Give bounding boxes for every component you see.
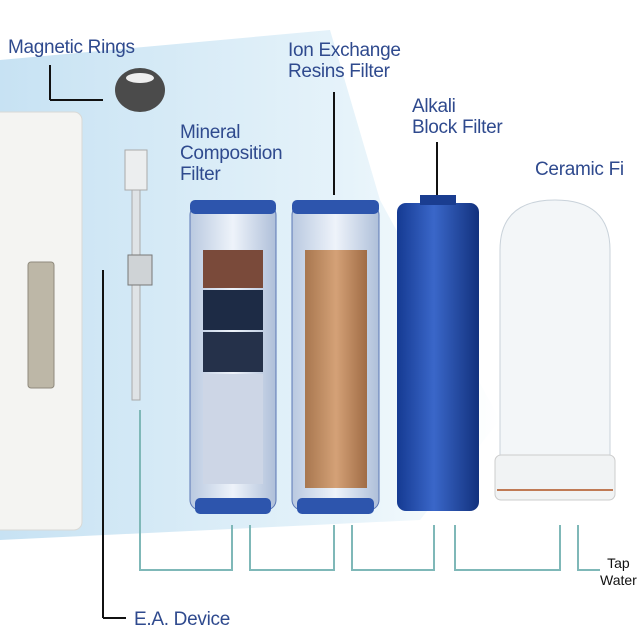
- label-ion-exchange: Ion Exchange Resins Filter: [288, 40, 401, 82]
- label-ceramic: Ceramic Fi: [535, 159, 624, 180]
- water-pipes: [139, 410, 600, 571]
- label-line: Alkali: [412, 96, 456, 117]
- ceramic-filter: [494, 199, 616, 501]
- label-line: Tap: [607, 555, 630, 571]
- ion-exchange-resins-filter: [291, 200, 380, 514]
- mineral-composition-filter: [189, 200, 277, 514]
- label-line: Filter: [180, 164, 221, 185]
- alkali-block-filter: [397, 195, 479, 511]
- label-line: Ion Exchange: [288, 40, 401, 61]
- label-alkali-block: Alkali Block Filter: [412, 96, 503, 138]
- label-ea-device: E.A. Device: [134, 609, 230, 630]
- label-line: Block Filter: [412, 117, 503, 138]
- label-tap-water: Tap Water: [600, 555, 637, 589]
- label-line: Composition: [180, 143, 283, 164]
- label-line: Water: [600, 572, 637, 588]
- label-mineral-composition: Mineral Composition Filter: [180, 122, 283, 185]
- magnetic-ring-image: [49, 65, 165, 112]
- label-magnetic-rings: Magnetic Rings: [8, 37, 135, 58]
- label-line: Resins Filter: [288, 61, 390, 82]
- label-line: Mineral: [180, 122, 241, 143]
- ionizer-machine: [0, 111, 83, 531]
- ea-device-image: [102, 149, 153, 619]
